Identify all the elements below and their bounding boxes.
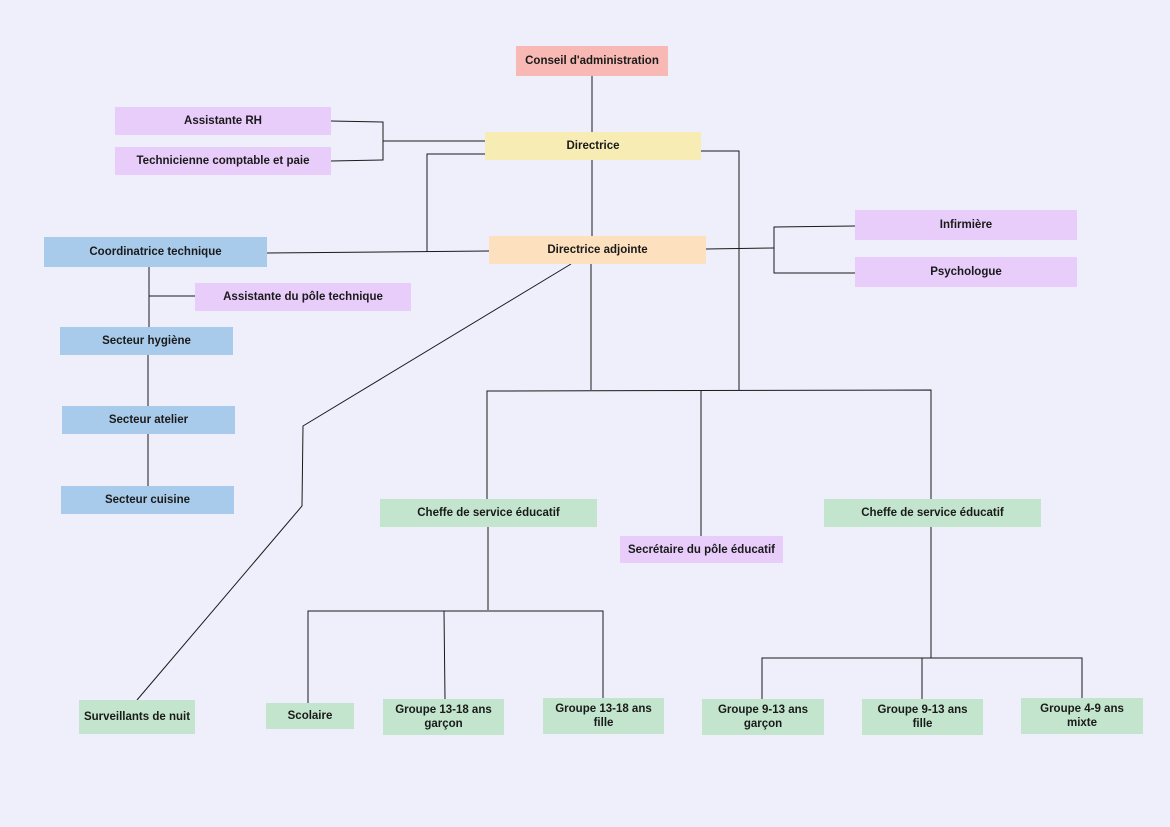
secteur-cuisine-box: Secteur cuisine xyxy=(61,486,234,514)
directrice-box: Directrice xyxy=(485,132,701,160)
groupe-13-18-garcon-box: Groupe 13-18 ans garçon xyxy=(383,699,504,735)
connector xyxy=(307,610,604,703)
secretaire-pole-educatif-box: Secrétaire du pôle éducatif xyxy=(620,536,783,563)
connector xyxy=(773,225,856,274)
secteur-atelier-box: Secteur atelier xyxy=(62,406,235,434)
connector xyxy=(443,610,446,700)
assistante-pole-technique-box: Assistante du pôle technique xyxy=(195,283,411,311)
connector xyxy=(705,247,775,250)
secteur-hygiene-box: Secteur hygiène xyxy=(60,327,233,355)
connector xyxy=(266,250,490,254)
cheffe-service-educatif-left-box: Cheffe de service éducatif xyxy=(380,499,597,527)
conseil-administration-box: Conseil d'administration xyxy=(516,46,668,76)
connector xyxy=(136,263,572,701)
connector xyxy=(701,150,740,390)
infirmiere-box: Infirmière xyxy=(855,210,1077,240)
directrice-adjointe-box: Directrice adjointe xyxy=(489,236,706,264)
connector xyxy=(426,153,485,252)
connector xyxy=(330,120,384,162)
groupe-9-13-fille-box: Groupe 9-13 ans fille xyxy=(862,699,983,735)
technicienne-comptable-box: Technicienne comptable et paie xyxy=(115,147,331,175)
coordinatrice-technique-box: Coordinatrice technique xyxy=(44,237,267,267)
groupe-9-13-garcon-box: Groupe 9-13 ans garçon xyxy=(702,699,824,735)
surveillants-de-nuit-box: Surveillants de nuit xyxy=(79,700,195,734)
cheffe-service-educatif-right-box: Cheffe de service éducatif xyxy=(824,499,1041,527)
groupe-4-9-mixte-box: Groupe 4-9 ans mixte xyxy=(1021,698,1143,734)
connector xyxy=(486,389,932,499)
psychologue-box: Psychologue xyxy=(855,257,1077,287)
groupe-13-18-fille-box: Groupe 13-18 ans fille xyxy=(543,698,664,734)
scolaire-box: Scolaire xyxy=(266,703,354,729)
assistante-rh-box: Assistante RH xyxy=(115,107,331,135)
